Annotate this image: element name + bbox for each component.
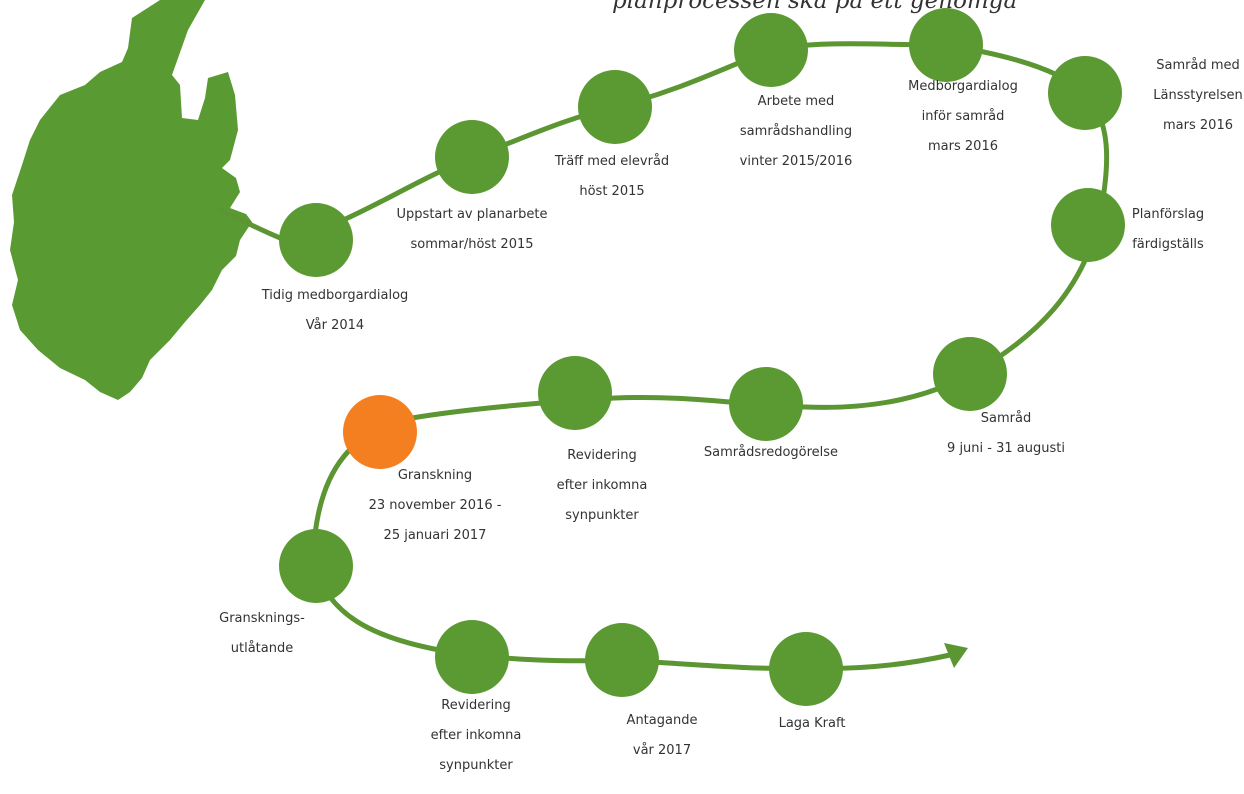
timeline-label-line: Tidig medborgardialog [261,288,409,303]
timeline-label-line: Medborgardialog [908,79,1018,94]
timeline-label-line: Revidering [441,698,511,713]
timeline-label-line: mars 2016 [1163,118,1233,133]
timeline-label-line: samrådshandling [739,124,853,139]
timeline-label-line: 23 november 2016 - [368,498,502,513]
timeline-node-medborgardialog [909,8,983,82]
timeline-node-laga-kraft [769,632,843,706]
timeline-label-line: vinter 2015/2016 [739,154,853,169]
timeline-label-uppstart: Uppstart av planarbete sommar/höst 2015 [397,200,548,260]
timeline-label-line: mars 2016 [928,139,998,154]
timeline-label-line: efter inkomna [430,728,522,743]
timeline-label-line: Laga Kraft [778,716,846,731]
timeline-label-line: Revidering [567,448,637,463]
timeline-label-line: Samråd [980,411,1032,426]
timeline-node-tidig [279,203,353,277]
timeline-label-arbete: Arbete med samrådshandling vinter 2015/201… [740,87,853,177]
timeline-label-line: Granskning [397,468,473,483]
timeline-node-revidering1 [538,356,612,430]
timeline-label-line: Arbete med [757,94,835,109]
arrow-head-icon [944,643,968,668]
timeline-label-line: 25 januari 2017 [383,528,487,543]
timeline-node-samradsredogorelse [729,367,803,441]
timeline-nodes [279,8,1125,706]
timeline-label-line: efter inkomna [556,478,648,493]
timeline-label-granskning: Granskning 23 november 2016 - 25 januari 2… [369,461,502,551]
timeline-label-granskningsutlatande: Gransknings-utlåtande [219,604,305,664]
timeline-label-line: 9 juni - 31 augusti [947,441,1065,456]
timeline-node-antagande [585,623,659,697]
timeline-node-planforslag [1051,188,1125,262]
timeline-label-line: Samrådsredogörelse [703,445,839,460]
timeline-label-line: Planförslag [1131,207,1205,222]
timeline-label-samradsredogorelse: Samrådsredogörelse [704,438,838,468]
timeline-label-samrad: Samråd 9 juni - 31 augusti [947,404,1065,464]
timeline-node-samrad [933,337,1007,411]
timeline-node-arbete [734,13,808,87]
timeline-node-revidering2 [435,620,509,694]
timeline-label-planforslag: Planförslag färdigställs [1132,200,1204,260]
timeline-node-elevrad [578,70,652,144]
caption-text: planprocessen ska på ett genomgå [612,0,1018,14]
timeline-label-line: synpunkter [439,758,513,773]
timeline-label-line: Vår 2014 [305,318,365,333]
timeline-label-revidering2: Revidering efter inkomna synpunkter [431,691,522,781]
timeline-node-uppstart [435,120,509,194]
timeline-label-laga-kraft: Laga Kraft [779,709,846,739]
timeline-node-granskning [343,395,417,469]
timeline-label-line: Samråd med [1156,58,1240,73]
timeline-label-line: sommar/höst 2015 [410,237,534,252]
timeline-node-lansstyrelsen [1048,56,1122,130]
timeline-label-line: färdigställs [1132,237,1204,252]
timeline-label-line: inför samråd [921,109,1005,124]
timeline-label-medborgardialog: Medborgardialog inför samråd mars 2016 [908,72,1018,162]
timeline-label-revidering1: Revidering efter inkomna synpunkter [557,441,648,531]
timeline-label-line: Gransknings- [219,611,305,626]
timeline-label-line: Träff med elevråd [554,154,670,169]
municipality-map-shape [10,0,252,400]
timeline-node-granskningsutlatande [279,529,353,603]
timeline-label-line: Uppstart av planarbete [396,207,548,222]
timeline-label-line: Antagande [626,713,698,728]
timeline-label-line: utlåtande [230,641,294,656]
timeline-label-antagande: Antagande vår 2017 [627,706,698,766]
timeline-label-line: vår 2017 [632,743,692,758]
timeline-label-elevrad: Träff med elevråd höst 2015 [555,147,669,207]
timeline-label-line: höst 2015 [579,184,645,199]
timeline-label-line: synpunkter [565,508,639,523]
timeline-label-line: Länsstyrelsen [1153,88,1243,103]
